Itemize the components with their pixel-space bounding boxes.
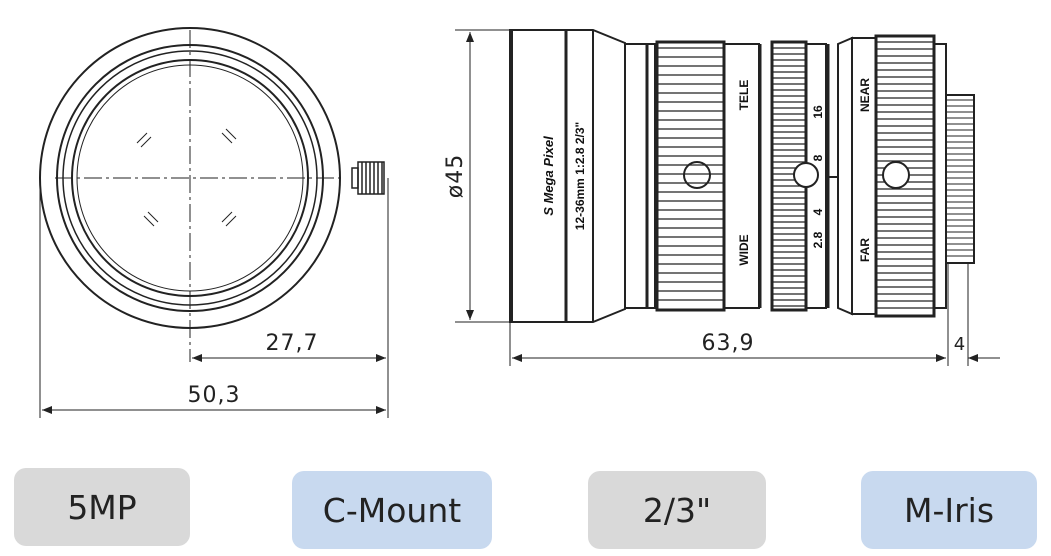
badge-iris: M-Iris [861,471,1037,549]
far-label: FAR [858,238,872,262]
iris-2-8: 2.8 [811,231,825,248]
side-view [455,29,1000,366]
wide-label: WIDE [737,234,751,265]
brand-logo: S Mega Pixel [541,136,556,216]
iris-4: 4 [811,208,825,215]
dim-radius: 27,7 [266,331,319,356]
dim-side-diameter: ø45 [443,154,468,198]
iris-16: 16 [811,105,825,119]
lens-technical-drawing: 27,7 50,3 ø45 [39,27,1000,418]
knob-icon [351,161,385,195]
near-label: NEAR [858,78,872,112]
dim-mount: 4 [954,334,966,355]
dim-length: 63,9 [702,331,755,356]
tele-label: TELE [737,80,751,111]
lens-spec: 12-36mm 1:2.8 2/3" [573,122,587,230]
iris-8: 8 [811,154,825,161]
front-view [39,27,389,418]
badge-resolution: 5MP [14,468,190,546]
dim-front-diameter: 50,3 [188,383,241,408]
lens-markings: S Mega Pixel 12-36mm 1:2.8 2/3" TELE WID… [541,78,872,266]
badge-mount: C-Mount [292,471,492,549]
badge-sensor-size: 2/3" [588,471,766,549]
